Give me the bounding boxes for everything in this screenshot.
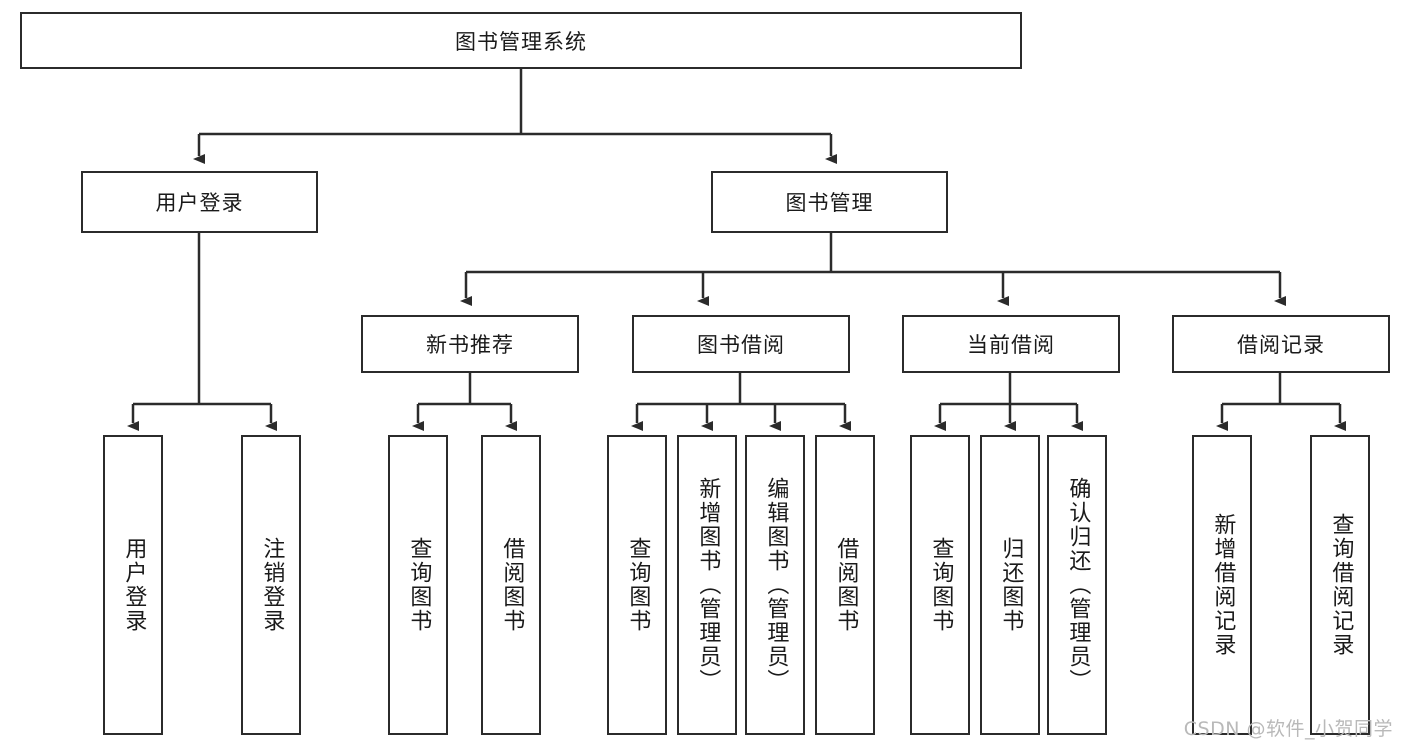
- node-label: 借阅记录: [1237, 333, 1325, 357]
- watermark-text: CSDN @软件_小贺同学: [1183, 718, 1393, 740]
- node-book-borrow[interactable]: 图书借阅: [632, 315, 850, 373]
- leaf-new-book-borrow-book[interactable]: 借阅图书: [481, 435, 541, 735]
- node-label: 注销登录: [259, 537, 285, 633]
- node-book-management[interactable]: 图书管理: [711, 171, 948, 233]
- node-label: 查询图书: [928, 537, 954, 633]
- node-label: 新增图书（管理员）: [695, 477, 721, 693]
- node-label: 当前借阅: [967, 333, 1055, 357]
- node-label: 编辑图书（管理员）: [763, 477, 789, 693]
- leaf-current-borrow-query-book[interactable]: 查询图书: [910, 435, 970, 735]
- leaf-book-borrow-add-book[interactable]: 新增图书（管理员）: [677, 435, 737, 735]
- node-label: 新书推荐: [426, 333, 514, 357]
- node-current-borrow[interactable]: 当前借阅: [902, 315, 1120, 373]
- leaf-book-borrow-edit-book[interactable]: 编辑图书（管理员）: [745, 435, 805, 735]
- node-label: 新增借阅记录: [1210, 513, 1236, 657]
- node-label: 借阅图书: [833, 537, 859, 633]
- node-user-login[interactable]: 用户登录: [81, 171, 318, 233]
- node-label: 查询借阅记录: [1328, 513, 1354, 657]
- leaf-book-borrow-borrow-book[interactable]: 借阅图书: [815, 435, 875, 735]
- leaf-new-book-query-book[interactable]: 查询图书: [388, 435, 448, 735]
- node-label: 确认归还（管理员）: [1065, 477, 1091, 693]
- node-label: 用户登录: [121, 537, 147, 633]
- leaf-current-borrow-return-book[interactable]: 归还图书: [980, 435, 1040, 735]
- node-label: 图书借阅: [697, 333, 785, 357]
- node-label: 归还图书: [998, 537, 1024, 633]
- leaf-borrow-record-query-record[interactable]: 查询借阅记录: [1310, 435, 1370, 735]
- leaf-book-borrow-query-book[interactable]: 查询图书: [607, 435, 667, 735]
- node-borrow-record[interactable]: 借阅记录: [1172, 315, 1390, 373]
- leaf-borrow-record-add-record[interactable]: 新增借阅记录: [1192, 435, 1252, 735]
- node-root-book-management-system[interactable]: 图书管理系统: [20, 12, 1022, 69]
- node-label: 图书管理: [785, 191, 874, 215]
- node-label: 查询图书: [406, 537, 432, 633]
- node-label: 查询图书: [625, 537, 651, 633]
- node-label: 用户登录: [155, 191, 244, 215]
- leaf-user-login-login[interactable]: 用户登录: [103, 435, 163, 735]
- node-label: 借阅图书: [499, 537, 525, 633]
- node-label: 图书管理系统: [455, 29, 587, 54]
- node-new-book-recommend[interactable]: 新书推荐: [361, 315, 579, 373]
- leaf-user-login-logout[interactable]: 注销登录: [241, 435, 301, 735]
- leaf-current-borrow-confirm-return[interactable]: 确认归还（管理员）: [1047, 435, 1107, 735]
